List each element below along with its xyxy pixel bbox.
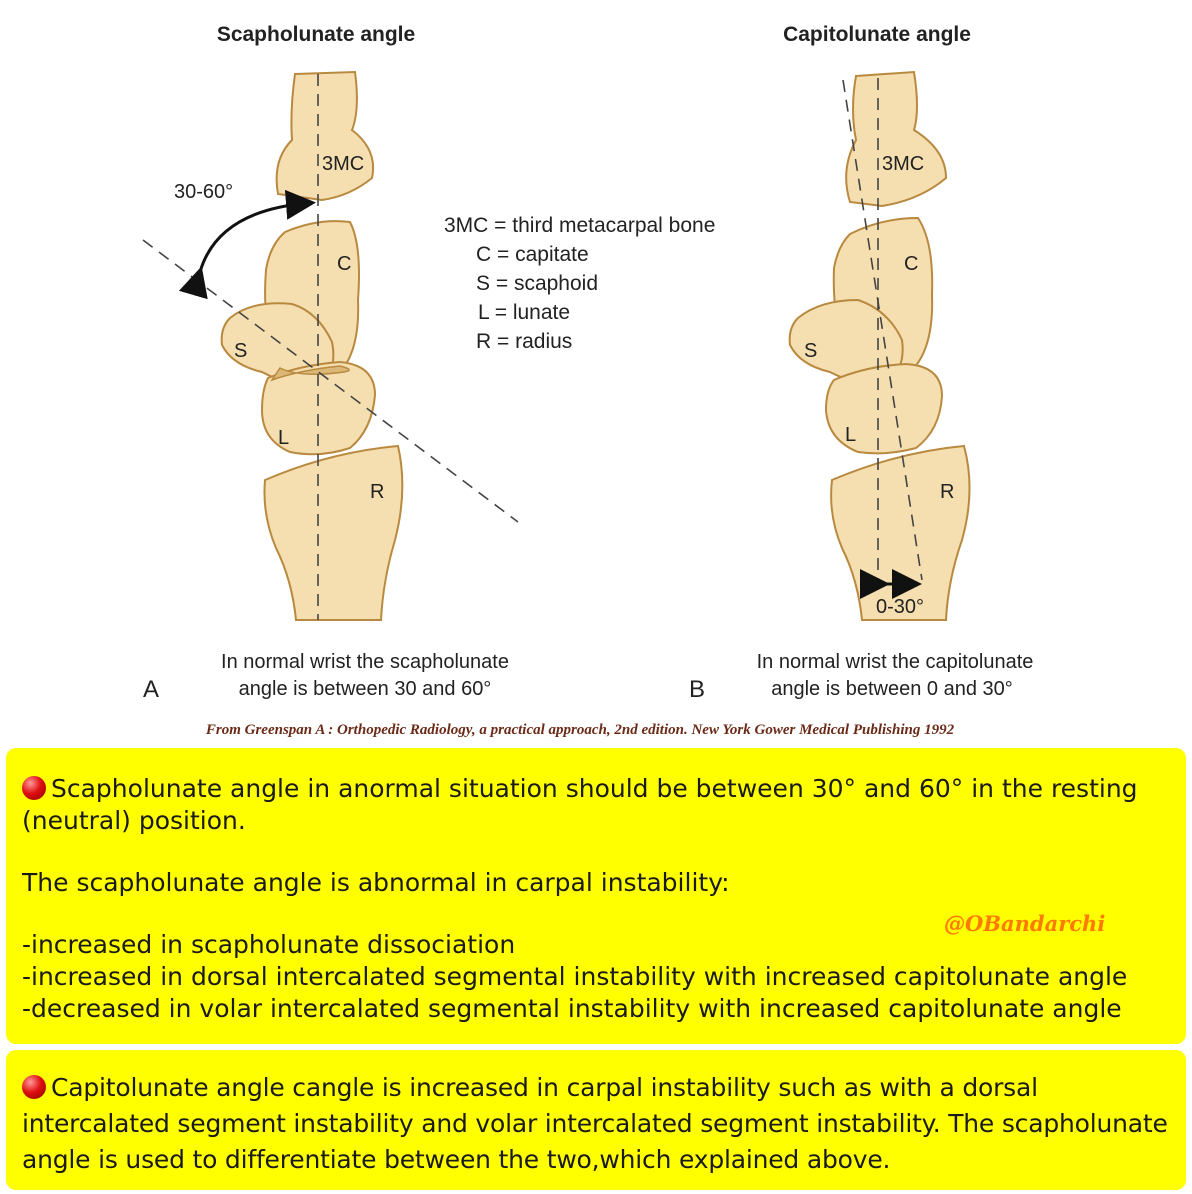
panel-a-label-3mc: 3MC: [322, 153, 364, 175]
scapholunate-normal-range-text: Scapholunate angle in anormal situation …: [22, 773, 1172, 837]
panel-a-label-l: L: [278, 427, 289, 449]
panel-a-capitate-lunate-overlap: [270, 365, 350, 382]
panel-a-label-r: R: [370, 481, 384, 503]
panel-b-radius: [830, 444, 971, 621]
panel-b-label-3mc: 3MC: [882, 153, 924, 175]
panel-b-lunate: [824, 362, 944, 455]
legend-entry-r: R = radius: [476, 330, 572, 353]
scapholunate-abnormal-intro: The scapholunate angle is abnormal in ca…: [22, 868, 730, 897]
panel-b-label-c: C: [904, 253, 918, 275]
panel-a-radius: [263, 444, 404, 621]
panel-b-caption-line2: angle is between 0 and 30°: [771, 678, 1013, 700]
panel-a-caption-line2: angle is between 30 and 60°: [239, 678, 492, 700]
scapholunate-note-line1: Scapholunate angle in anormal situation …: [22, 774, 1138, 835]
author-handle: @OBandarchi: [944, 911, 1106, 936]
capitolunate-note-box: Capitolunate angle cangle is increased i…: [6, 1050, 1186, 1190]
panel-b-title: Capitolunate angle: [783, 23, 971, 46]
panel-a-angle-label: 30-60°: [174, 181, 233, 203]
panel-b-label-l: L: [845, 424, 856, 446]
panel-a-letter: A: [143, 676, 159, 703]
legend-entry-s: S = scaphoid: [476, 272, 598, 295]
capitolunate-note-body: Capitolunate angle cangle is increased i…: [22, 1073, 1168, 1174]
panel-b-angle-label: 0-30°: [876, 596, 924, 618]
panel-b-caption-line1: In normal wrist the capitolunate: [757, 651, 1034, 673]
red-dot-icon: [22, 1075, 46, 1099]
panel-b-label-r: R: [940, 481, 954, 503]
scapholunate-note-box: Scapholunate angle in anormal situation …: [6, 748, 1186, 1044]
instability-list-item: -increased in scapholunate dissociation: [22, 930, 516, 959]
panel-a-lunate: [260, 360, 377, 456]
panel-b: Capitolunate angle 0-30° 3MC C S L R B I…: [689, 23, 1033, 703]
capitolunate-note-text: Capitolunate angle cangle is increased i…: [22, 1070, 1172, 1178]
instability-list-item: -increased in dorsal intercalated segmen…: [22, 962, 1128, 991]
panel-b-capitate-axis: [842, 79, 923, 581]
wrist-angle-diagram: Scapholunate angle 30-60° 3MC C S L R A …: [142, 23, 1033, 738]
panel-a-label-c: C: [337, 253, 351, 275]
legend-entry-c: C = capitate: [476, 243, 589, 266]
panel-b-third-metacarpal: [845, 70, 948, 208]
panel-a-label-s: S: [234, 340, 247, 362]
instability-list-item: -decreased in volar intercalated segment…: [22, 994, 1122, 1023]
legend-entry-3mc: 3MC = third metacarpal bone: [444, 214, 715, 237]
red-dot-icon: [22, 776, 46, 800]
legend-entry-l: L = lunate: [478, 301, 570, 324]
panel-a-scaphoid-axis: [142, 239, 519, 523]
panel-a: Scapholunate angle 30-60° 3MC C S L R A …: [142, 23, 519, 703]
bone-legend: 3MC = third metacarpal bone C = capitate…: [444, 214, 715, 353]
panel-a-third-metacarpal: [275, 70, 374, 202]
panel-b-letter: B: [689, 676, 705, 703]
panel-b-label-s: S: [804, 340, 817, 362]
panel-a-caption-line1: In normal wrist the scapholunate: [221, 651, 509, 673]
panel-a-title: Scapholunate angle: [217, 23, 415, 46]
source-credit: From Greenspan A : Orthopedic Radiology,…: [205, 722, 955, 738]
panel-a-angle-arrow: [178, 189, 316, 300]
